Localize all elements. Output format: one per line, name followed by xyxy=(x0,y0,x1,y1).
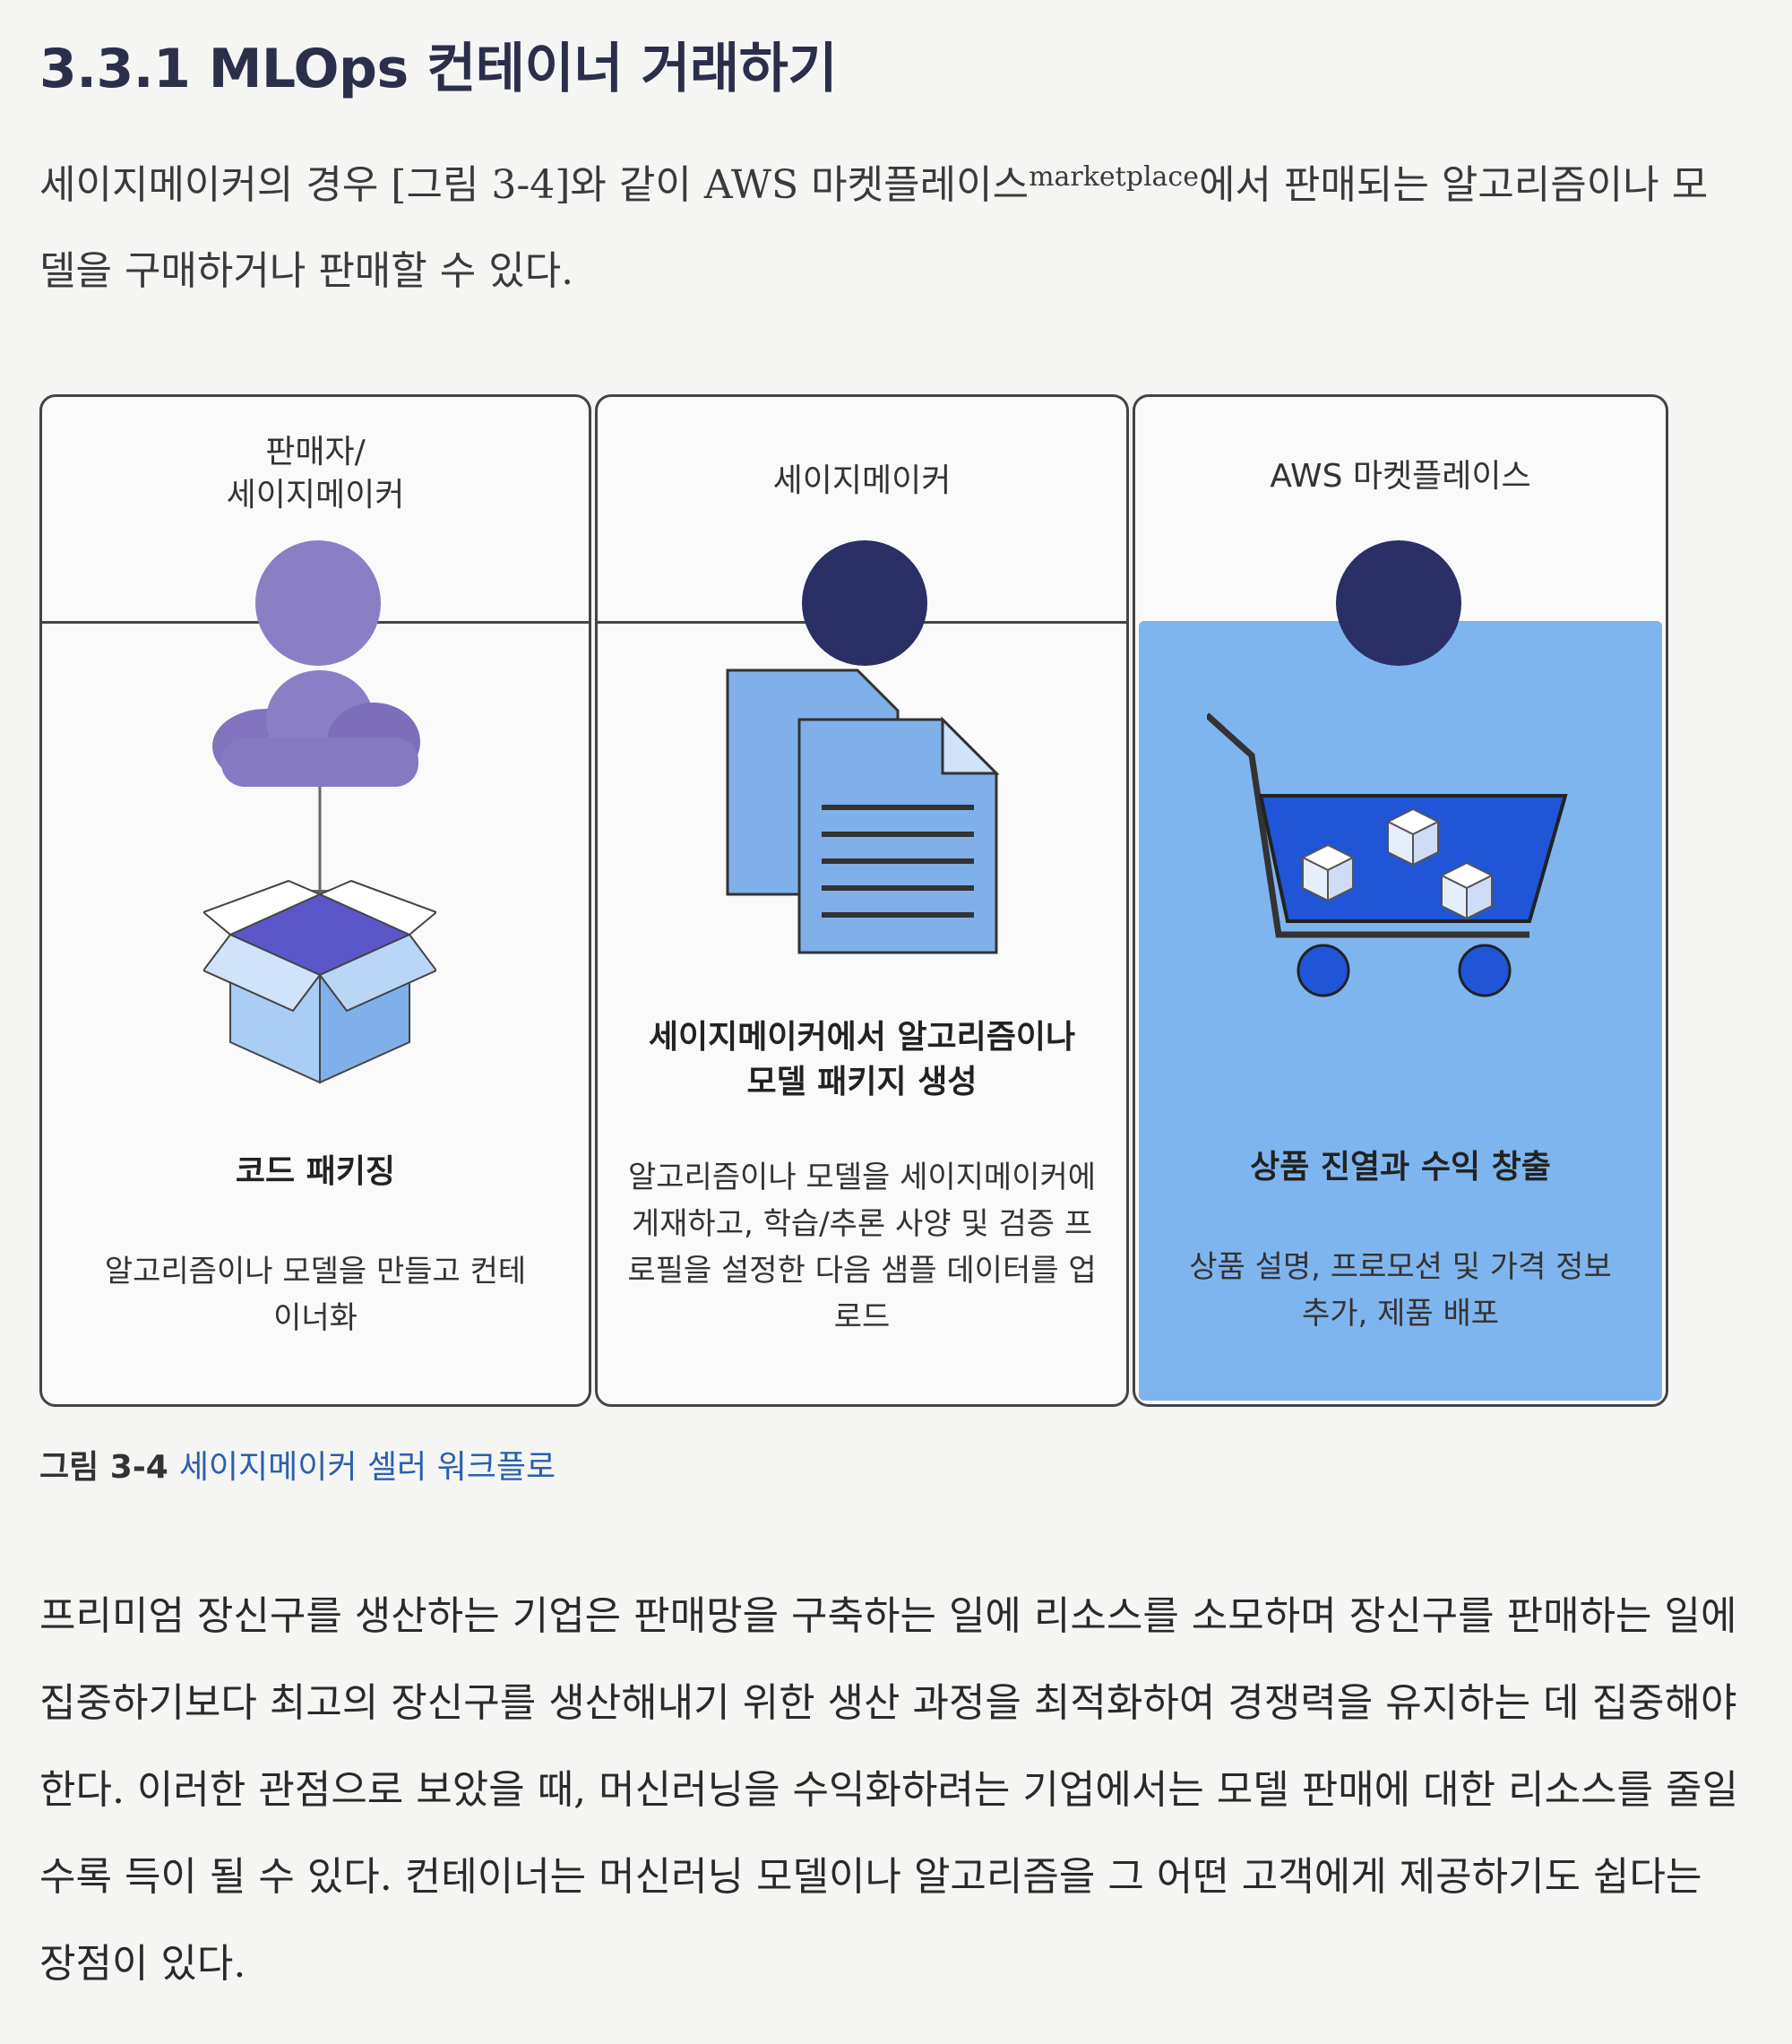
step-description: 알고리즘이나 모델을 세이지메이커에 게재하고, 학습/추론 사양 및 검증 프… xyxy=(627,1160,1097,1335)
cloud-to-box-illustration xyxy=(203,670,436,1084)
marketplace-panel xyxy=(1139,621,1662,1401)
intro-superscript: marketplace xyxy=(1029,161,1199,193)
intro-text-after: 에서 판매되는 알고리즘이나 모델을 구매하거나 판매할 수 있다. xyxy=(39,162,1709,294)
figure-caption: 그림 3-4 세이지메이커 셀러 워크플로 xyxy=(39,1441,556,1488)
step-description: 상품 설명, 프로모션 및 가격 정보 추가, 제품 배포 xyxy=(1189,1249,1612,1332)
column-aws-marketplace: AWS 마켓플레이스 상품 진열과 수익 창출 상품 설명, 프로모션 및 가격… xyxy=(1133,394,1668,1407)
body-paragraph: 프리미엄 장신구를 생산하는 기업은 판매망을 구축하는 일에 리소스를 소모하… xyxy=(39,1593,1738,1987)
documents-icon xyxy=(726,668,1000,954)
step-title: 세이지메이커에서 알고리즘이나 모델 패키지 생성 xyxy=(648,1019,1076,1100)
person-icon xyxy=(802,540,927,666)
cloud-icon xyxy=(212,670,420,787)
person-icon xyxy=(1336,540,1461,666)
section-heading: 3.3.1 MLOps 컨테이너 거래하기 xyxy=(39,38,838,100)
column-role: 세이지메이커 xyxy=(772,462,952,499)
seller-workflow-figure: 판매자/ 세이지메이커 코드 패키징 알고리즘이나 모델을 만들고 컨테 xyxy=(39,394,1670,1407)
column-role: 판매자/ 세이지메이커 xyxy=(226,434,405,513)
intro-text-before: 세이지메이커의 경우 [그림 3-4]와 같이 AWS 마켓플레이스 xyxy=(39,162,1030,208)
figure-number: 그림 3-4 xyxy=(39,1449,168,1486)
shopping-cart-icon xyxy=(1207,712,1568,997)
column-role: AWS 마켓플레이스 xyxy=(1270,458,1531,495)
intro-paragraph: 세이지메이커의 경우 [그림 3-4]와 같이 AWS 마켓플레이스market… xyxy=(39,134,1742,315)
step-title: 상품 진열과 수익 창출 xyxy=(1250,1149,1551,1186)
box-icon xyxy=(203,879,436,1084)
figure-caption-text: 세이지메이커 셀러 워크플로 xyxy=(178,1449,556,1486)
step-title: 코드 패키징 xyxy=(235,1153,396,1190)
column-code-packaging: 판매자/ 세이지메이커 코드 패키징 알고리즘이나 모델을 만들고 컨테 xyxy=(39,394,591,1407)
step-description: 알고리즘이나 모델을 만들고 컨테이너화 xyxy=(104,1254,527,1336)
person-icon xyxy=(255,540,381,666)
column-sagemaker-package: 세이지메이커 세이지메이커에서 알고리즘이나 모델 패키지 생성 알고리즘이나 … xyxy=(595,394,1129,1407)
